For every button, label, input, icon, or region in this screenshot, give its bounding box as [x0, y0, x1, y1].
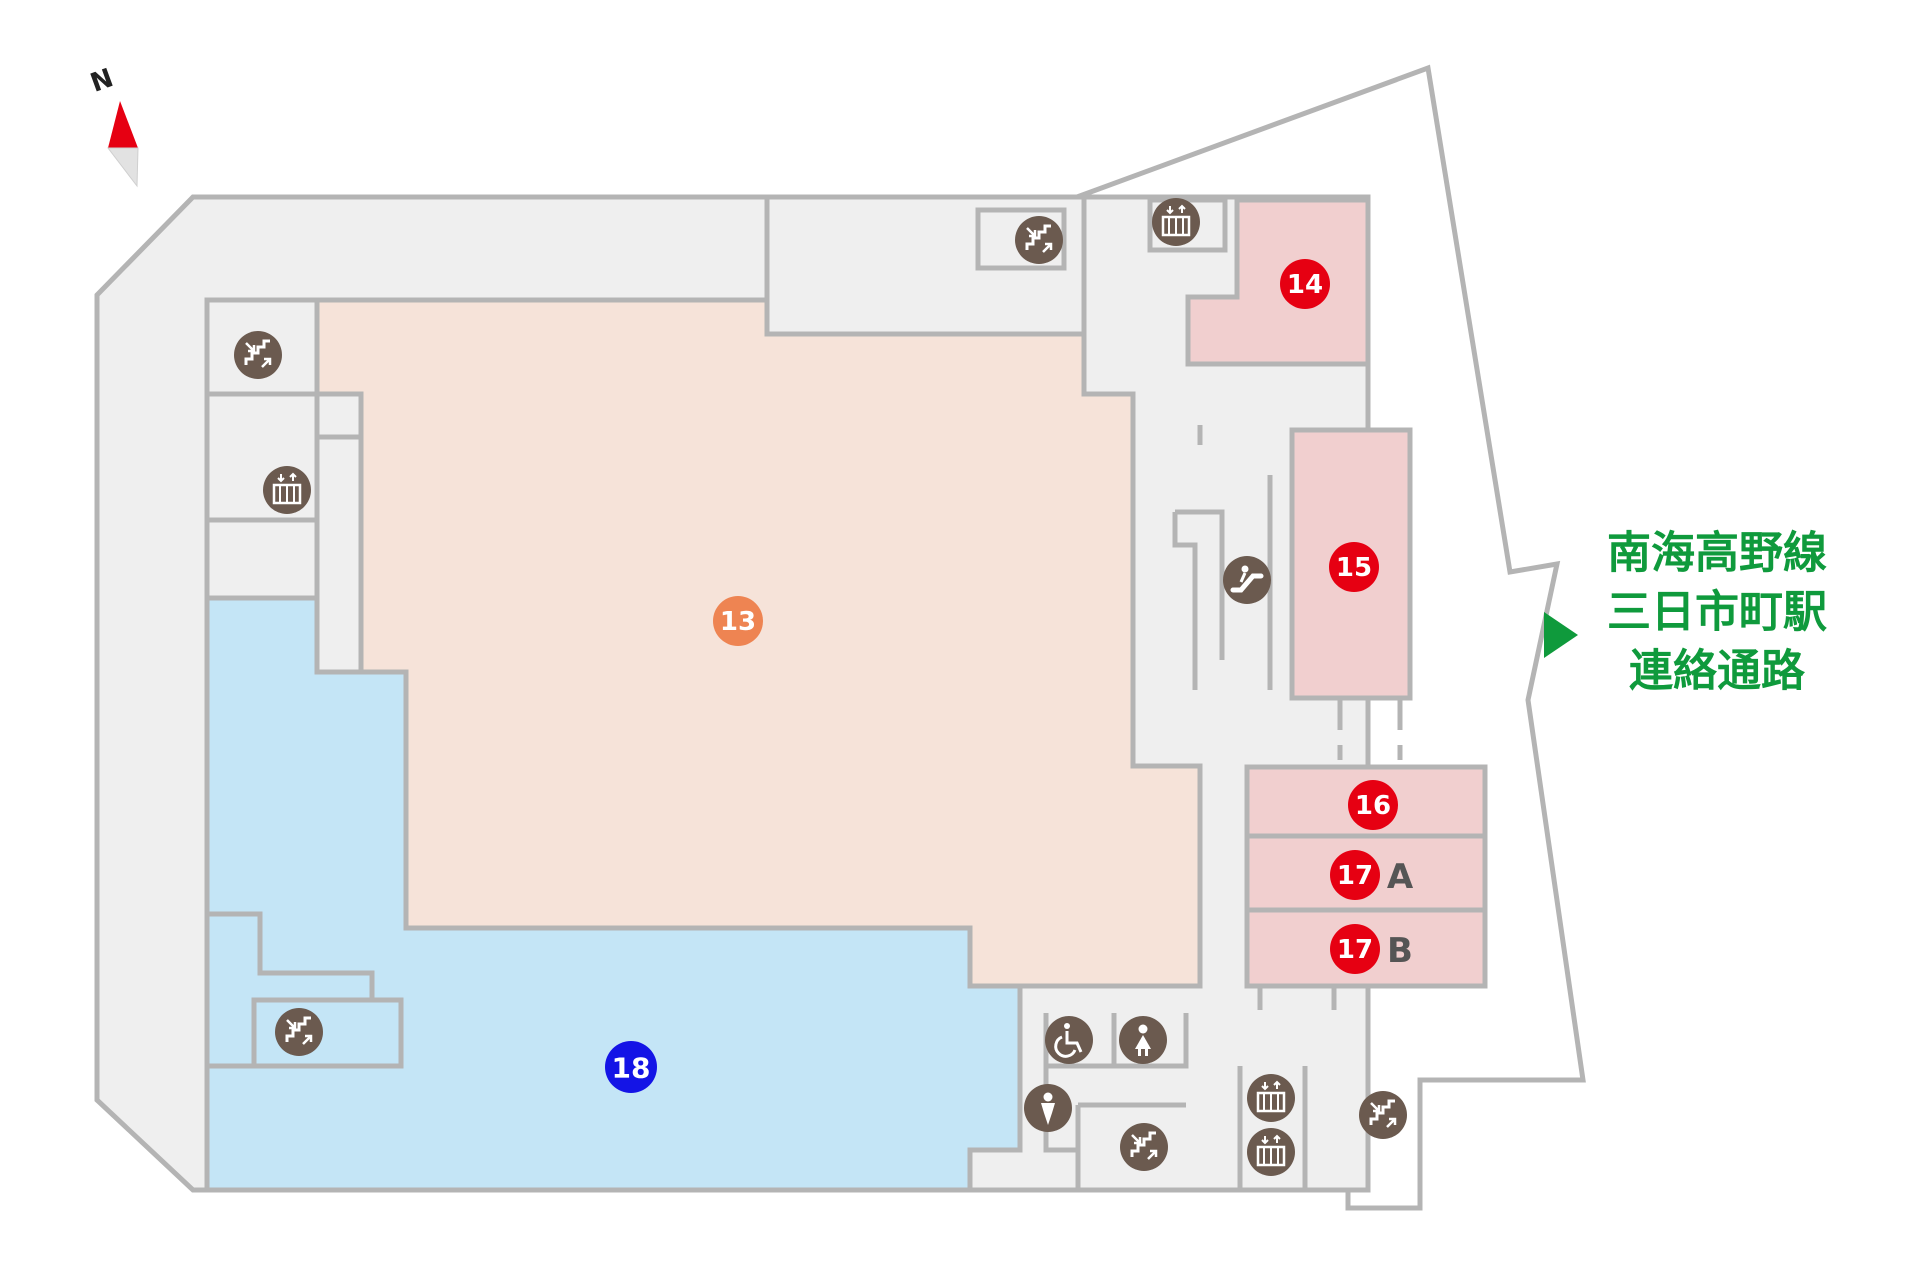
stairs-icon[interactable]: [232, 329, 284, 381]
station-connector-label: 南海高野線 三日市町駅 連絡通路: [1544, 528, 1827, 697]
woman-icon[interactable]: [1119, 1016, 1167, 1064]
zone-16-badge[interactable]: 16: [1348, 780, 1398, 830]
zone-13-badge[interactable]: 13: [713, 596, 763, 646]
elevator-icon[interactable]: [1245, 1072, 1297, 1124]
wheelchair-icon[interactable]: [1043, 1014, 1095, 1066]
north-arrow-tail-icon: [106, 147, 139, 188]
zone-14-badge[interactable]: 14: [1280, 259, 1330, 309]
svg-text:15: 15: [1336, 553, 1372, 583]
shop-17b: [1244, 907, 1488, 989]
man-icon[interactable]: [1024, 1084, 1072, 1132]
svg-text:16: 16: [1355, 791, 1391, 821]
stairs-icon[interactable]: [1357, 1089, 1409, 1141]
svg-text:B: B: [1387, 931, 1413, 971]
stairs-icon[interactable]: [273, 1006, 325, 1058]
elevator-icon[interactable]: [1245, 1126, 1297, 1178]
zone-13-area: [314, 297, 1203, 989]
shop-14: [1185, 197, 1371, 367]
north-stair-room: [975, 207, 1067, 271]
southeast-service-walls: [1017, 986, 1308, 1190]
svg-text:A: A: [1387, 857, 1414, 897]
north-elevator-room: [1147, 197, 1228, 253]
zone-17b-badge[interactable]: 17 B: [1330, 924, 1413, 974]
svg-text:13: 13: [720, 607, 756, 637]
zone-18-badge[interactable]: 18: [605, 1041, 657, 1093]
play-triangle-icon: [1544, 612, 1578, 658]
north-arrow-icon: [108, 101, 138, 148]
svg-text:14: 14: [1287, 270, 1323, 300]
connector-line-2: 三日市町駅: [1607, 587, 1827, 638]
north-compass: N: [87, 63, 139, 188]
southwest-stair-room: [251, 997, 404, 1069]
dashed-dividers: [1197, 425, 1403, 1010]
elevator-icon[interactable]: [261, 464, 313, 516]
escalator-icon[interactable]: [1223, 556, 1271, 604]
stairs-icon[interactable]: [1118, 1121, 1170, 1173]
zone-17a-badge[interactable]: 17 A: [1330, 850, 1414, 900]
north-service-block: [764, 194, 1087, 337]
stairs-icon[interactable]: [1013, 214, 1065, 266]
elevator-icon[interactable]: [1150, 196, 1202, 248]
connector-line-3: 連絡通路: [1629, 646, 1806, 697]
escalator-structure: [1172, 430, 1273, 690]
north-label: N: [87, 63, 118, 99]
connector-line-1: 南海高野線: [1607, 528, 1827, 579]
svg-text:17: 17: [1337, 861, 1373, 891]
svg-text:18: 18: [612, 1052, 651, 1085]
west-service-walls: [204, 300, 364, 672]
svg-text:17: 17: [1337, 935, 1373, 965]
zone-15-badge[interactable]: 15: [1329, 542, 1379, 592]
